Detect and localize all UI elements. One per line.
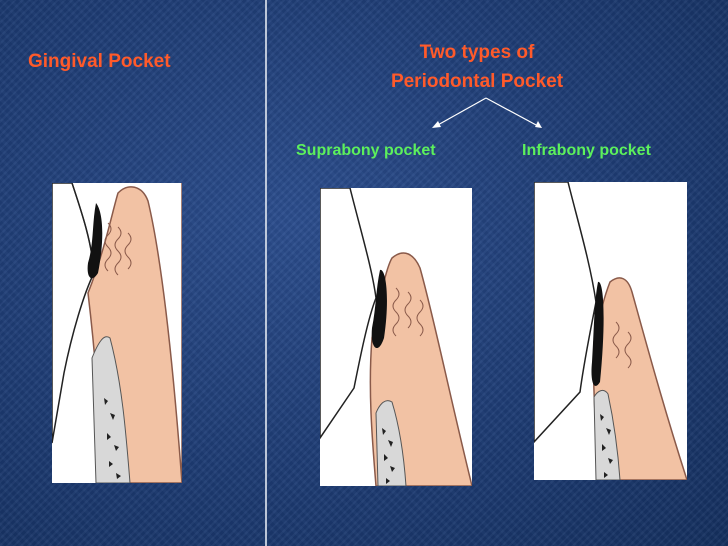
- bone-trabeculae: [104, 398, 121, 479]
- branch-arrows: [432, 97, 542, 128]
- arrow-right-line: [485, 97, 539, 127]
- arrow-left-head: [432, 121, 441, 128]
- tooth-surface: [534, 182, 597, 444]
- arrow-right-head: [535, 121, 542, 128]
- infrabony-pocket-label: Infrabony pocket: [522, 142, 651, 159]
- pocket-dark: [87, 203, 103, 279]
- suprabony-pocket-label: Suprabony pocket: [296, 142, 436, 159]
- alveolar-bone: [91, 336, 131, 483]
- column-divider: [265, 0, 267, 546]
- periodontal-title-line-2: Periodontal Pocket: [390, 71, 564, 92]
- bone-trabeculae: [600, 414, 613, 478]
- alveolar-bone: [593, 389, 621, 480]
- rete-ridges: [392, 287, 424, 337]
- tooth-surface: [52, 183, 95, 444]
- gingival-pocket-title: Gingival Pocket: [28, 51, 171, 72]
- bone-trabeculae: [382, 428, 395, 484]
- rete-ridges: [104, 222, 132, 276]
- gingival-pocket-illustration: [52, 183, 182, 483]
- arrow-left-line: [435, 97, 487, 127]
- pocket-dark: [591, 281, 604, 386]
- rete-ridges: [612, 321, 632, 369]
- periodontal-pocket-title: Two types of Periodontal Pocket: [350, 38, 604, 96]
- pocket-dark: [371, 269, 387, 349]
- periodontal-title-line-1: Two types of: [419, 42, 535, 63]
- infrabony-pocket-illustration: [534, 182, 687, 480]
- suprabony-pocket-illustration: [320, 188, 472, 486]
- tooth-surface: [320, 188, 377, 440]
